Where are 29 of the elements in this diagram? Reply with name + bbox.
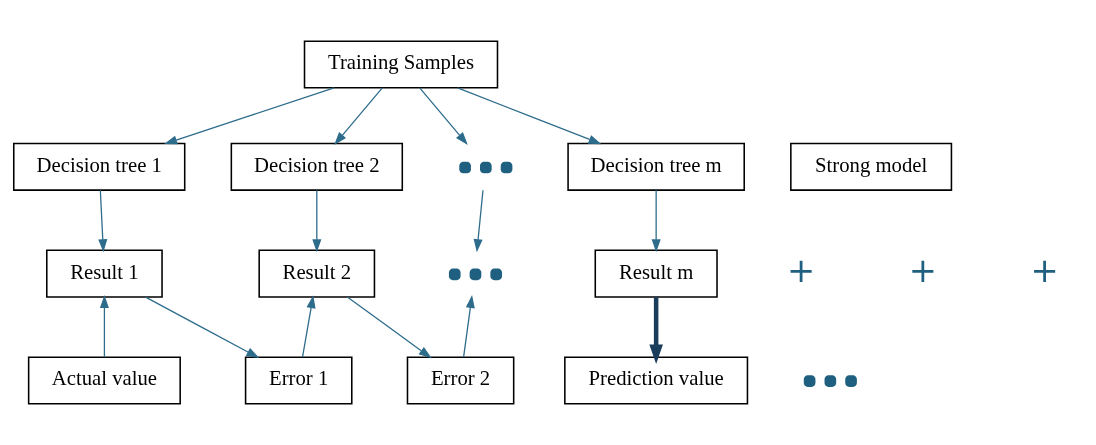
arrow — [98, 189, 108, 253]
arrow — [334, 87, 383, 145]
arrow — [164, 87, 335, 145]
arrow — [462, 295, 475, 358]
arrow — [649, 297, 663, 364]
arrow — [144, 296, 260, 359]
label: + — [908, 250, 938, 290]
node-box: Result 1 — [46, 249, 163, 298]
arrow — [301, 295, 316, 358]
arrow — [651, 189, 661, 253]
node-box: Training Samples — [303, 40, 499, 89]
label: + — [787, 250, 816, 290]
node-box: Actual value — [27, 356, 181, 405]
node-box: Decision tree m — [567, 142, 745, 191]
arrow — [457, 87, 602, 145]
node-box: Error 1 — [244, 356, 353, 405]
node-box: Error 2 — [406, 356, 515, 405]
arrow — [346, 296, 432, 359]
node-box: Prediction value — [564, 356, 749, 405]
arrow — [419, 87, 468, 145]
node-box: Result m — [594, 249, 718, 298]
node-box: Decision tree 2 — [230, 142, 404, 191]
node-box: Decision tree 1 — [13, 142, 186, 191]
arrow — [473, 189, 484, 253]
node-box: Result 2 — [258, 249, 376, 298]
node-box: Strong model — [790, 142, 953, 191]
arrow — [312, 189, 322, 253]
arrow — [99, 295, 109, 358]
label: + — [1030, 250, 1059, 290]
